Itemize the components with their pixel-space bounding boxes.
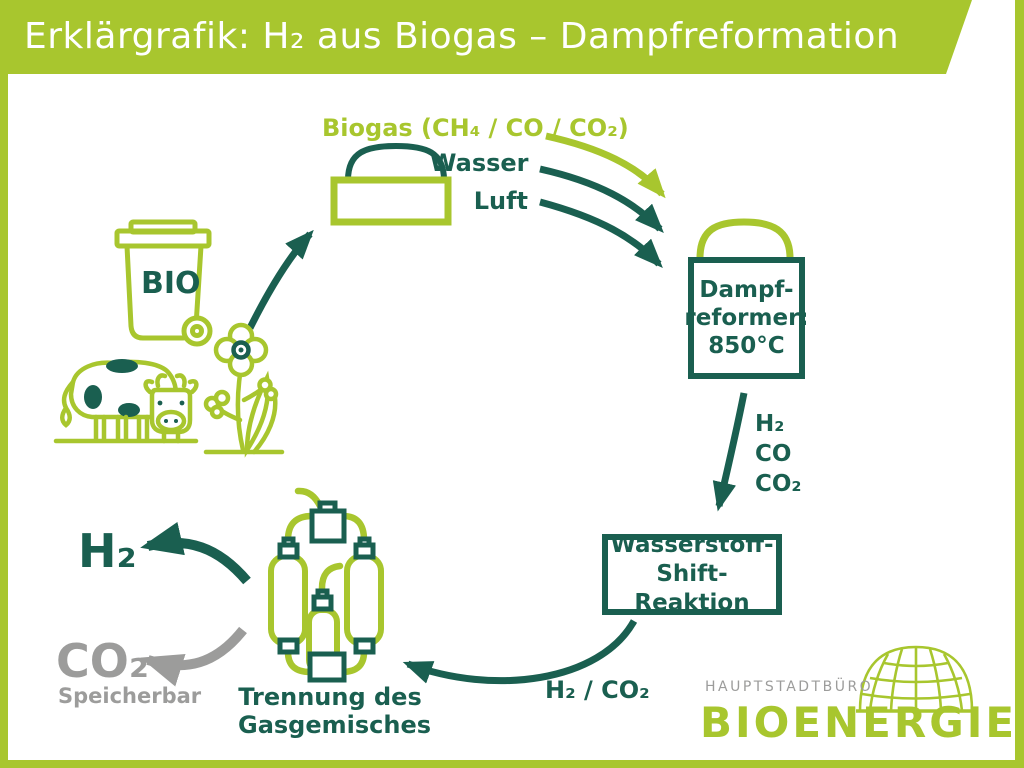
shift-line2: Shift-Reaktion <box>634 561 750 616</box>
header-bar <box>0 0 972 74</box>
separation-caption: Trennung des Gasgemisches <box>238 683 432 739</box>
reformer-dome <box>696 218 794 259</box>
air-label: Luft <box>473 187 528 215</box>
frame-border-right <box>1015 0 1024 768</box>
biogas-label: Biogas (CH₄ / CO / CO₂) <box>322 114 629 142</box>
separation-columns-icon <box>268 487 384 683</box>
bio-bin-label: BIO <box>141 266 201 301</box>
page-title: Erklärgrafik: H₂ aus Biogas – Dampfrefor… <box>24 16 900 57</box>
reichstag-dome-icon <box>856 645 976 713</box>
hydrogen-output-arrow <box>140 521 251 585</box>
logo-title: BIOENERGIE <box>700 698 1018 747</box>
air-to-reformer-arrow <box>539 198 663 269</box>
shift-to-separation-arrow <box>402 619 638 685</box>
co2-output-label: CO₂ <box>56 634 150 688</box>
shift-reaction-box: Wasserstoff- Shift-Reaktion <box>602 532 782 616</box>
flower-icon <box>203 322 285 458</box>
frame-border-bottom <box>0 760 1024 768</box>
feedstock-to-tank-arrow <box>246 229 314 330</box>
cow-icon <box>53 359 199 444</box>
hydrogen-output-label: H₂ <box>78 524 137 578</box>
water-label: Wasser <box>430 149 529 177</box>
biogas-to-reformer-arrow <box>545 132 666 199</box>
water-to-reformer-arrow <box>539 165 664 234</box>
gas-co2-label: CO₂ <box>755 470 802 497</box>
reformer-line3: 850°C <box>708 333 785 360</box>
reformer-output-gases: H₂ CO CO₂ <box>755 410 802 500</box>
biogas-tank-icon <box>330 142 452 226</box>
gas-co-label: CO <box>755 440 792 467</box>
bio-bin-icon: BIO <box>114 219 213 347</box>
co2-storable-note: Speicherbar <box>58 684 202 708</box>
shift-line1: Wasserstoff- <box>610 532 774 559</box>
logo-subtitle: HAUPTSTADTBÜRO <box>705 679 874 695</box>
reformer-to-shift-arrow <box>712 392 748 512</box>
separation-caption-line1: Trennung des <box>238 683 422 711</box>
reformer-line1: Dampf- <box>699 276 794 303</box>
co2-output-arrow <box>140 626 247 687</box>
separation-caption-line2: Gasgemisches <box>238 710 432 739</box>
gas-h2-label: H₂ <box>755 411 785 437</box>
frame-border-left <box>0 0 8 768</box>
h2-co2-arrow-label: H₂ / CO₂ <box>545 676 650 704</box>
reformer-line2: reformer: <box>684 304 809 331</box>
reformer-box: Dampf- reformer: 850°C <box>684 257 809 379</box>
